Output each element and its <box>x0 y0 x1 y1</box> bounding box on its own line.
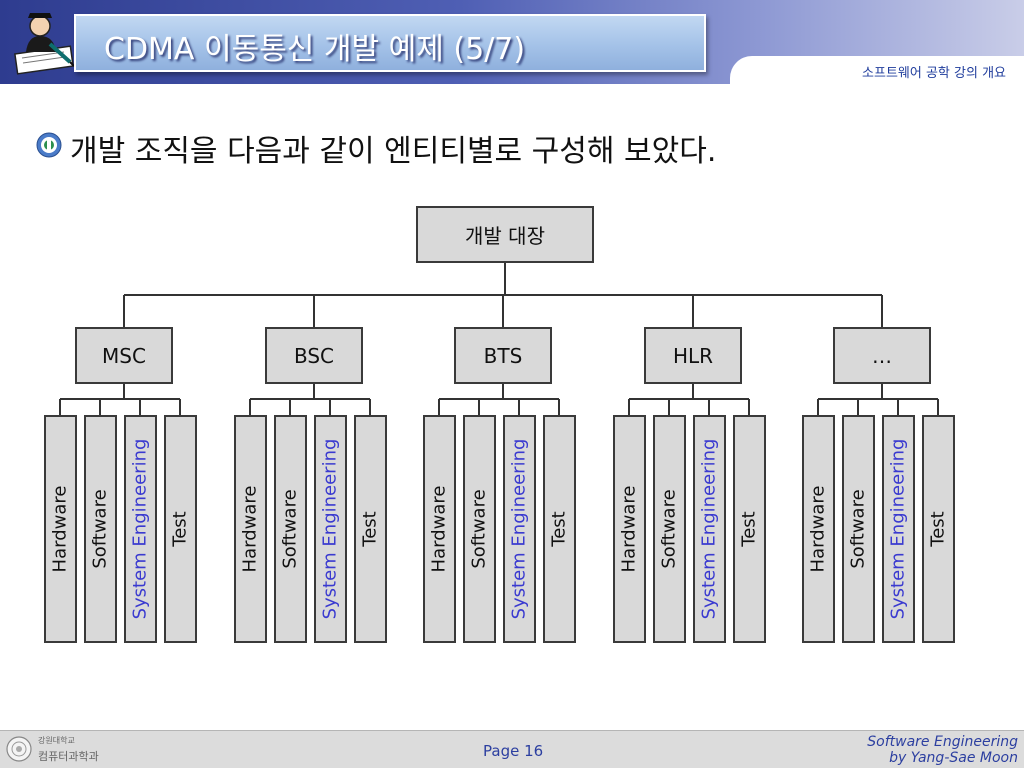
credit-author: by Yang-Sae Moon <box>889 750 1018 766</box>
credit-course: Software Engineering <box>867 734 1018 750</box>
org-member-box: Software <box>273 415 307 643</box>
course-tab: 소프트웨어 공학 강의 개요 <box>730 56 1024 86</box>
org-member-box: Software <box>841 415 875 643</box>
org-member-box: System Engineering <box>881 415 915 643</box>
org-member-box: Software <box>652 415 686 643</box>
org-member-box: Hardware <box>612 415 646 643</box>
footer-department: 컴퓨터과학과 <box>38 750 99 763</box>
org-member-label: Test <box>738 511 760 547</box>
org-member-box: Hardware <box>801 415 835 643</box>
org-member-box: System Engineering <box>502 415 536 643</box>
org-member-label: System Engineering <box>129 438 151 620</box>
org-member-box: Test <box>921 415 955 643</box>
org-member-label: System Engineering <box>698 438 720 620</box>
university-emblem-bullet-icon <box>36 132 62 158</box>
org-group-box: BTS <box>454 327 552 384</box>
org-member-box: Test <box>542 415 576 643</box>
org-member-box: Software <box>462 415 496 643</box>
org-member-label: Software <box>847 489 869 569</box>
org-member-label: Hardware <box>618 485 640 573</box>
org-member-label: Software <box>89 489 111 569</box>
org-member-label: System Engineering <box>319 438 341 620</box>
org-group-box: MSC <box>75 327 173 384</box>
org-member-label: Test <box>359 511 381 547</box>
course-label: 소프트웨어 공학 강의 개요 <box>862 66 1006 81</box>
org-member-label: Hardware <box>49 485 71 573</box>
title-bar: CDMA 이동통신 개발 예제 (5/7) <box>74 14 706 72</box>
org-member-label: Software <box>658 489 680 569</box>
org-group-box: … <box>833 327 931 384</box>
org-group-box: BSC <box>265 327 363 384</box>
page-number: Page 16 <box>483 742 544 760</box>
scholar-writing-icon <box>14 13 75 75</box>
org-member-label: System Engineering <box>508 438 530 620</box>
org-member-box: Hardware <box>43 415 77 643</box>
bullet-text: 개발 조직을 다음과 같이 엔티티별로 구성해 보았다. <box>70 134 717 169</box>
org-member-box: Hardware <box>422 415 456 643</box>
org-member-label: Hardware <box>807 485 829 573</box>
slide-header: CDMA 이동통신 개발 예제 (5/7) 소프트웨어 공학 강의 개요 <box>0 0 1024 86</box>
org-member-box: Test <box>732 415 766 643</box>
org-member-label: Test <box>927 511 949 547</box>
university-seal-icon <box>6 736 32 762</box>
org-group-box: HLR <box>644 327 742 384</box>
org-member-box: Test <box>353 415 387 643</box>
org-root-box: 개발 대장 <box>416 206 594 263</box>
org-member-label: Test <box>169 511 191 547</box>
org-member-box: Software <box>83 415 117 643</box>
org-member-box: Hardware <box>233 415 267 643</box>
slide-title: CDMA 이동통신 개발 예제 (5/7) <box>104 32 526 67</box>
org-member-box: System Engineering <box>123 415 157 643</box>
footer-credit: Software Engineering by Yang-Sae Moon <box>867 734 1018 766</box>
org-member-label: Software <box>279 489 301 569</box>
org-member-label: Hardware <box>428 485 450 573</box>
org-member-label: Hardware <box>239 485 261 573</box>
org-member-box: System Engineering <box>692 415 726 643</box>
org-member-box: Test <box>163 415 197 643</box>
slide-footer: 강원대학교 컴퓨터과학과 Page 16 Software Engineerin… <box>0 730 1024 768</box>
footer-university: 강원대학교 <box>38 736 75 745</box>
org-member-label: Test <box>548 511 570 547</box>
org-member-box: System Engineering <box>313 415 347 643</box>
org-member-label: Software <box>468 489 490 569</box>
org-member-label: System Engineering <box>887 438 909 620</box>
